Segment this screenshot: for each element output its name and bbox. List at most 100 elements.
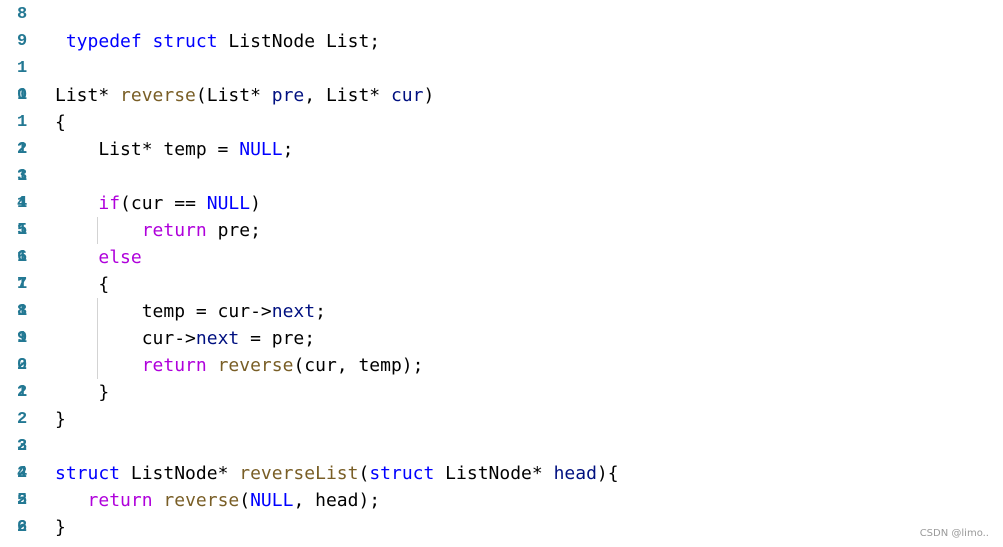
code-token: , List*	[304, 85, 391, 106]
code-token: = pre;	[239, 328, 316, 349]
code-token: }	[55, 409, 66, 430]
line-number-digit: 1	[17, 221, 28, 240]
code-token: ;	[315, 301, 326, 322]
code-line: struct ListNode* reverseList(struct List…	[55, 460, 619, 487]
line-number-digit: 1	[17, 86, 28, 105]
watermark: CSDN @limo..	[919, 528, 989, 539]
code-token	[55, 490, 88, 511]
line-number: 8	[17, 1, 37, 28]
line-number-digit: 0	[17, 86, 28, 105]
code-token: }	[55, 517, 66, 538]
line-number-digit: 5	[17, 221, 28, 240]
line-number-digit: 1	[17, 59, 28, 78]
code-token: next	[271, 301, 316, 322]
code-token	[55, 355, 142, 376]
code-token	[153, 490, 164, 511]
line-number-digit: 2	[17, 464, 28, 483]
code-token: struct	[152, 31, 218, 52]
line-number-digit: 2	[17, 518, 28, 537]
code-line: cur->next = pre;	[55, 325, 315, 352]
code-token: List*	[55, 85, 121, 106]
code-token: (cur ==	[120, 193, 207, 214]
code-token: pre	[271, 85, 305, 106]
code-token: )	[423, 85, 435, 106]
code-token: typedef	[65, 31, 142, 52]
code-line: }	[55, 514, 66, 541]
code-token: ){	[596, 463, 619, 484]
code-line: return pre;	[55, 217, 261, 244]
line-number-digit: 6	[17, 248, 28, 267]
line-number-digit: 1	[17, 329, 28, 348]
code-token	[142, 31, 153, 52]
code-token	[55, 31, 66, 52]
code-line: return reverse(cur, temp);	[55, 352, 424, 379]
code-token: if	[98, 193, 121, 214]
line-number-digit: 3	[17, 167, 28, 186]
line-number-digit: 1	[17, 248, 28, 267]
line-number-digit: 2	[17, 383, 28, 402]
indent-guide	[97, 217, 98, 244]
code-token: temp = cur->	[55, 301, 272, 322]
code-token: NULL	[239, 139, 283, 160]
line-number-digit: 2	[17, 437, 28, 456]
code-line: temp = cur->next;	[55, 298, 326, 325]
code-line: }	[55, 406, 66, 433]
line-number-digit: 5	[17, 491, 28, 510]
line-number-digit: 2	[17, 140, 28, 159]
code-token: reverse	[120, 85, 196, 106]
code-token: ListNode*	[120, 463, 240, 484]
code-token: else	[98, 247, 142, 268]
line-number-digit: 1	[17, 302, 28, 321]
code-token: pre;	[206, 220, 261, 241]
line-number: 2	[17, 406, 37, 433]
code-token: (List*	[195, 85, 272, 106]
code-token: return	[141, 220, 207, 241]
line-number-digit: 2	[17, 356, 28, 375]
line-number-digit: 6	[17, 518, 28, 537]
code-token: (cur, temp);	[293, 355, 424, 376]
code-token: return	[141, 355, 207, 376]
line-number-digit: 1	[17, 275, 28, 294]
code-token: NULL	[250, 490, 294, 511]
code-token	[55, 193, 98, 214]
code-token: List* temp =	[55, 139, 240, 160]
line-number-digit: 1	[17, 194, 28, 213]
code-line: List* temp = NULL;	[55, 136, 293, 163]
code-token: {	[55, 274, 110, 295]
line-number-digit: 2	[17, 491, 28, 510]
line-number-digit: 0	[17, 356, 28, 375]
code-token: struct	[369, 463, 435, 484]
code-line: typedef struct ListNode List;	[55, 28, 380, 55]
code-line: return reverse(NULL, head);	[55, 487, 381, 514]
line-number-digit: 7	[17, 275, 28, 294]
code-token: struct	[55, 463, 121, 484]
line-number-digit: 8	[17, 302, 28, 321]
code-token: reverse	[217, 355, 294, 376]
code-token	[55, 247, 98, 268]
line-number: 1	[17, 109, 37, 136]
line-number-digit: 1	[17, 167, 28, 186]
code-token: {	[55, 112, 66, 133]
code-token: cur	[390, 85, 424, 106]
line-number-digit: 1	[17, 383, 28, 402]
line-number-digit: 3	[17, 437, 28, 456]
line-number-digit: 4	[17, 464, 28, 483]
code-token: return	[87, 490, 153, 511]
code-token: NULL	[206, 193, 251, 214]
code-token: ;	[282, 139, 294, 160]
line-number-digit: 4	[17, 194, 28, 213]
line-number: 9	[17, 28, 37, 55]
code-token: next	[195, 328, 240, 349]
